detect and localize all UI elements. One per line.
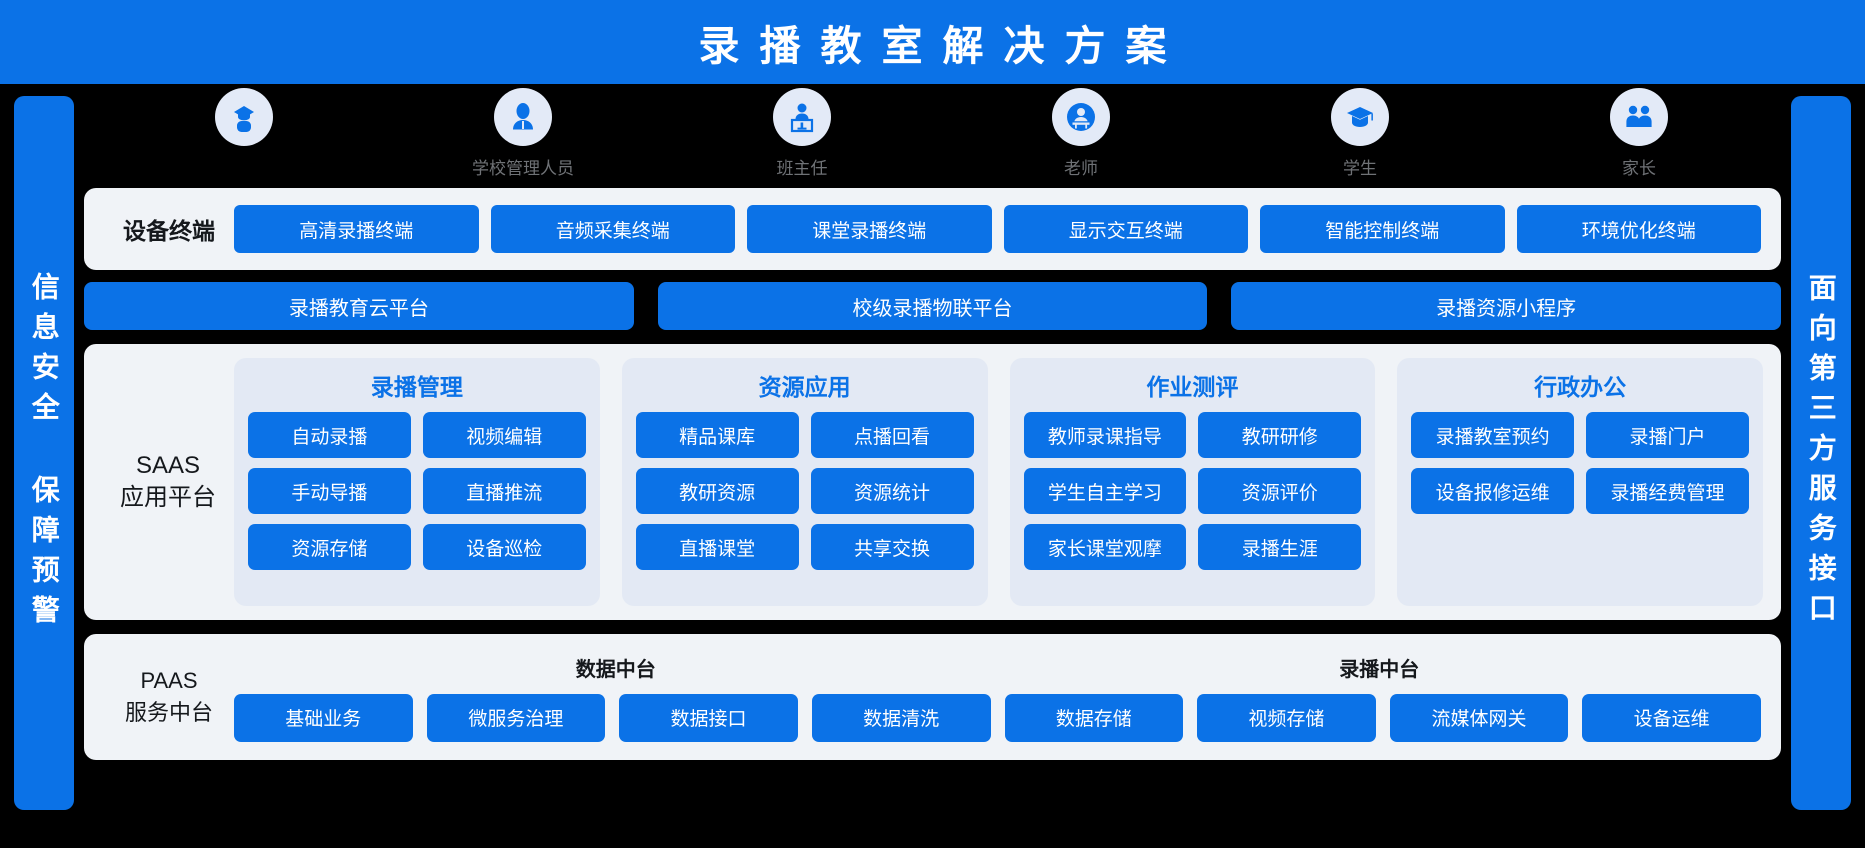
graduation-cap-icon <box>1331 88 1389 146</box>
device-chip[interactable]: 显示交互终端 <box>1003 205 1248 253</box>
device-chip[interactable]: 课堂录播终端 <box>747 205 992 253</box>
paas-headings: 数据中台 录播中台 <box>234 653 1761 694</box>
paas-label-line1: PAAS <box>140 668 198 694</box>
saas-panel: SAAS 应用平台 录播管理 自动录播 视频编辑 手动导播 直播推流 资源存储 … <box>84 344 1781 620</box>
paas-body: 数据中台 录播中台 基础业务 微服务治理 数据接口 数据清洗 数据存储 视频存储… <box>234 653 1761 742</box>
page-title: 录播教室解决方案 <box>698 23 1187 69</box>
saas-tile[interactable]: 资源存储 <box>248 524 411 570</box>
paas-heading-recording-midend: 录播中台 <box>1339 658 1420 681</box>
saas-tile[interactable]: 教师录课指导 <box>1023 412 1187 458</box>
paas-heading-data-midend: 数据中台 <box>575 658 656 681</box>
paas-chip[interactable]: 基础业务 <box>234 693 413 742</box>
teacher-desk-icon <box>1052 88 1110 146</box>
saas-tile[interactable]: 视频编辑 <box>422 412 586 458</box>
paas-chip-row: 基础业务 微服务治理 数据接口 数据清洗 数据存储 视频存储 流媒体网关 设备运… <box>234 693 1761 742</box>
saas-label-line1: SAAS <box>135 451 201 479</box>
administrator-icon <box>494 88 552 146</box>
group-grid: 录播教室预约 录播门户 设备报修运维 录播经费管理 <box>1411 412 1749 514</box>
group-title: 行政办公 <box>1534 374 1627 400</box>
role-label: 学生 <box>1343 159 1377 178</box>
saas-tile[interactable]: 录播门户 <box>1586 412 1749 458</box>
paas-chip[interactable]: 数据接口 <box>619 693 798 742</box>
saas-tile[interactable]: 精品课库 <box>635 412 799 458</box>
content-column: 学校管理人员 班主任 老师 学生 <box>84 88 1782 818</box>
device-chip[interactable]: 音频采集终端 <box>490 205 735 253</box>
saas-groups: 录播管理 自动录播 视频编辑 手动导播 直播推流 资源存储 设备巡检 资源应用 … <box>234 358 1763 606</box>
saas-label: SAAS 应用平台 <box>102 450 234 515</box>
device-terminal-label: 设备终端 <box>123 218 215 244</box>
saas-tile[interactable]: 自动录播 <box>248 412 411 458</box>
right-rail-third-party-interface: 面向第三方服务接口 <box>1791 96 1851 810</box>
saas-tile[interactable]: 家长课堂观摩 <box>1023 524 1187 570</box>
device-chip[interactable]: 高清录播终端 <box>234 205 479 253</box>
left-rail-label: 信息安全 保障预警 <box>28 271 60 635</box>
saas-group-recording-management: 录播管理 自动录播 视频编辑 手动导播 直播推流 资源存储 设备巡检 <box>234 358 600 606</box>
platform-card[interactable]: 录播资源小程序 <box>1231 282 1782 330</box>
role-item-school-admin[interactable]: 学校管理人员 <box>453 88 593 179</box>
saas-group-administration: 行政办公 录播教室预约 录播门户 设备报修运维 录播经费管理 <box>1397 358 1763 606</box>
group-title: 录播管理 <box>370 374 463 400</box>
paas-chip[interactable]: 流媒体网关 <box>1389 693 1569 742</box>
role-item-teacher[interactable]: 老师 <box>1011 88 1151 179</box>
roles-row: 学校管理人员 班主任 老师 学生 <box>84 88 1781 184</box>
saas-tile[interactable]: 直播课堂 <box>635 524 799 570</box>
saas-tile[interactable]: 录播生涯 <box>1198 524 1362 570</box>
group-grid: 自动录播 视频编辑 手动导播 直播推流 资源存储 设备巡检 <box>248 412 586 570</box>
paas-chip[interactable]: 视频存储 <box>1197 693 1376 742</box>
graduate-cap-person-icon <box>215 88 273 146</box>
saas-tile[interactable]: 设备巡检 <box>422 524 586 570</box>
role-label: 班主任 <box>776 159 828 178</box>
saas-label-line2: 应用平台 <box>120 484 216 511</box>
page-header: 录播教室解决方案 <box>0 0 1865 84</box>
paas-chip[interactable]: 数据存储 <box>1004 693 1184 742</box>
role-label: 家长 <box>1622 159 1656 178</box>
saas-tile[interactable]: 手动导播 <box>248 468 411 514</box>
saas-group-resource-application: 资源应用 精品课库 点播回看 教研资源 资源统计 直播课堂 共享交换 <box>621 358 988 606</box>
role-item-head-teacher[interactable]: 班主任 <box>732 88 872 179</box>
group-title: 资源应用 <box>758 374 851 400</box>
paas-chip[interactable]: 数据清洗 <box>811 693 991 742</box>
saas-group-assignment-assessment: 作业测评 教师录课指导 教研研修 学生自主学习 资源评价 家长课堂观摩 录播生涯 <box>1009 358 1376 606</box>
parents-pair-icon <box>1610 88 1668 146</box>
paas-chip[interactable]: 设备运维 <box>1582 693 1761 742</box>
role-item-student[interactable]: 学生 <box>1290 88 1430 179</box>
device-terminal-panel: 设备终端 高清录播终端 音频采集终端 课堂录播终端 显示交互终端 智能控制终端 … <box>84 188 1781 270</box>
paas-panel: PAAS 服务中台 数据中台 录播中台 基础业务 微服务治理 数据接口 数据清洗… <box>84 634 1781 760</box>
saas-tile[interactable]: 教研研修 <box>1198 412 1362 458</box>
platform-row: 录播教育云平台 校级录播物联平台 录播资源小程序 <box>84 282 1782 330</box>
role-item[interactable] <box>174 88 314 154</box>
saas-tile[interactable]: 录播经费管理 <box>1586 468 1749 514</box>
saas-tile[interactable]: 共享交换 <box>810 524 974 570</box>
teacher-at-podium-icon <box>773 88 831 146</box>
group-title: 作业测评 <box>1146 374 1239 400</box>
group-grid: 教师录课指导 教研研修 学生自主学习 资源评价 家长课堂观摩 录播生涯 <box>1023 412 1362 570</box>
right-rail-label: 面向第三方服务接口 <box>1805 273 1837 633</box>
role-item-parent[interactable]: 家长 <box>1569 88 1709 179</box>
saas-tile[interactable]: 学生自主学习 <box>1023 468 1187 514</box>
role-label: 老师 <box>1064 159 1098 178</box>
saas-tile[interactable]: 资源评价 <box>1198 468 1362 514</box>
saas-tile[interactable]: 直播推流 <box>422 468 586 514</box>
device-chip[interactable]: 环境优化终端 <box>1516 205 1761 253</box>
saas-tile[interactable]: 教研资源 <box>635 468 799 514</box>
device-chip[interactable]: 智能控制终端 <box>1260 205 1505 253</box>
role-label: 学校管理人员 <box>472 159 574 178</box>
paas-label-line2: 服务中台 <box>124 700 213 725</box>
saas-tile[interactable]: 设备报修运维 <box>1411 468 1575 514</box>
paas-chip[interactable]: 微服务治理 <box>426 693 606 742</box>
device-terminal-list: 高清录播终端 音频采集终端 课堂录播终端 显示交互终端 智能控制终端 环境优化终… <box>234 205 1761 253</box>
platform-card[interactable]: 录播教育云平台 <box>84 282 634 330</box>
platform-card[interactable]: 校级录播物联平台 <box>657 282 1208 330</box>
group-grid: 精品课库 点播回看 教研资源 资源统计 直播课堂 共享交换 <box>635 412 974 570</box>
left-rail-information-security: 信息安全 保障预警 <box>14 96 74 810</box>
paas-label: PAAS 服务中台 <box>104 665 234 729</box>
saas-tile[interactable]: 资源统计 <box>810 468 974 514</box>
saas-tile[interactable]: 点播回看 <box>810 412 974 458</box>
saas-tile[interactable]: 录播教室预约 <box>1411 412 1575 458</box>
